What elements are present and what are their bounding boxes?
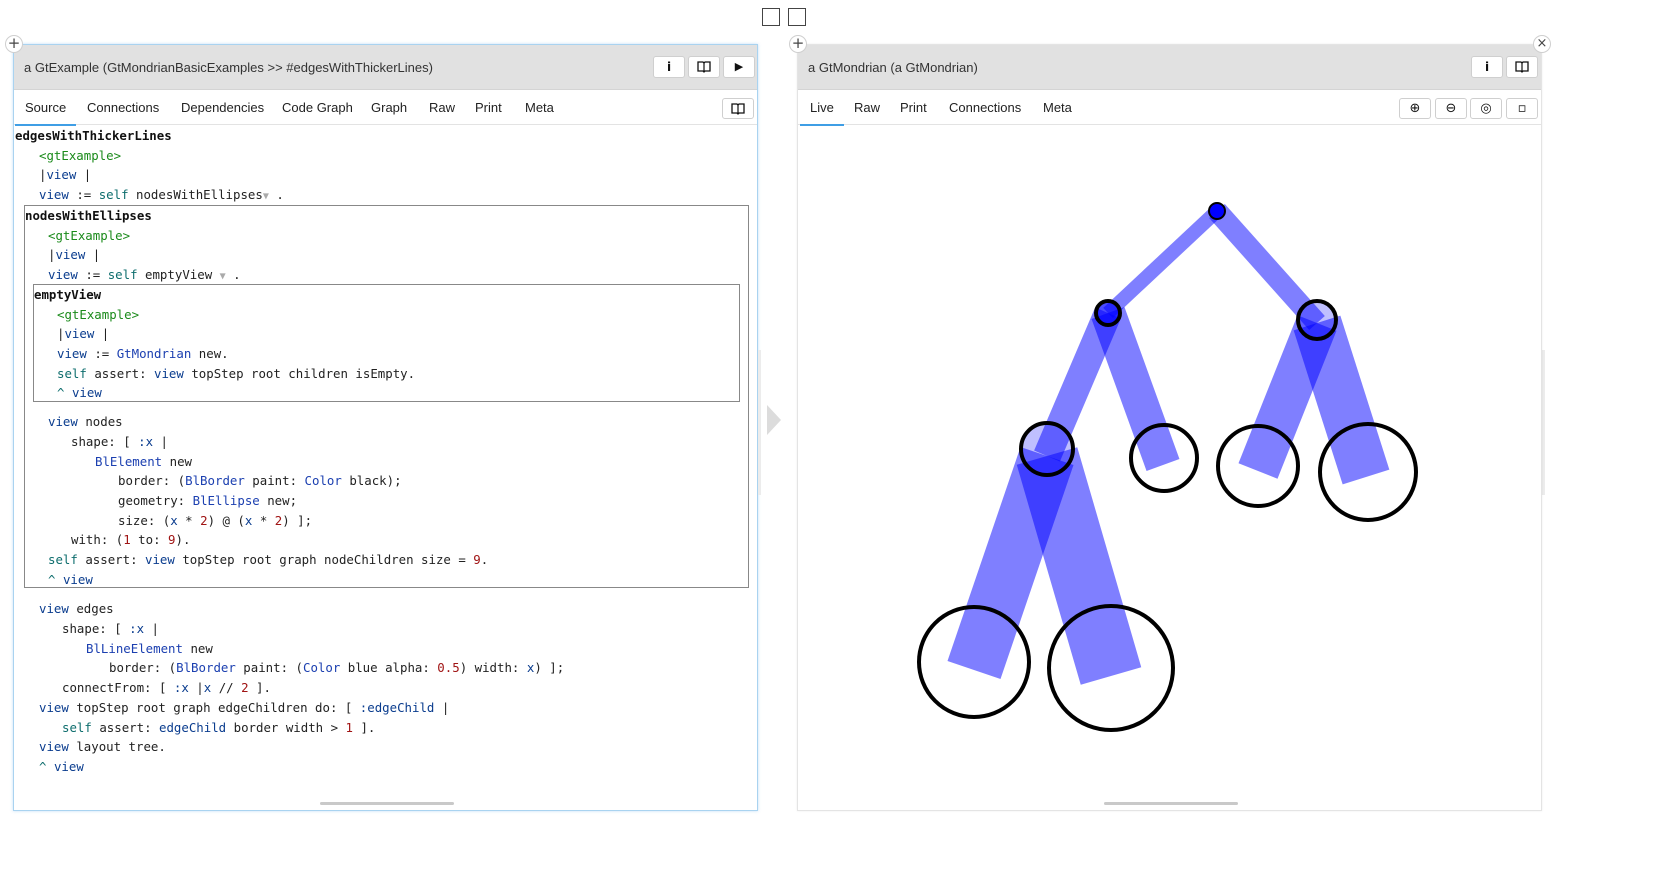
right-pane-title: a GtMondrian (a GtMondrian) — [808, 60, 978, 75]
node-1[interactable] — [1208, 202, 1226, 220]
zoom-fit-icon[interactable]: ◎ — [1470, 98, 1502, 119]
right-pane: a GtMondrian (a GtMondrian) i Live Raw P… — [797, 44, 1542, 811]
tab-meta[interactable]: Meta — [1043, 100, 1072, 115]
tab-raw[interactable]: Raw — [429, 100, 456, 115]
edge-border-line: border: (BlBorder paint: (Color blue alp… — [109, 660, 565, 675]
tree-nodes — [917, 202, 1418, 732]
book-icon[interactable] — [688, 56, 720, 78]
edge-4-9 — [1016, 447, 1142, 685]
inner2-pragma: <gtExample> — [57, 307, 140, 322]
tab-dependencies[interactable]: Dependencies — [181, 100, 265, 115]
tab-print[interactable]: Print — [900, 100, 927, 115]
inner-pragma: <gtExample> — [48, 228, 131, 243]
edges-line: view edges — [39, 601, 114, 616]
mondrian-canvas[interactable] — [798, 126, 1541, 810]
node-7[interactable] — [1318, 422, 1418, 522]
edge-children-line: view topStep root graph edgeChildren do:… — [39, 700, 450, 715]
with-line: with: (1 to: 9). — [71, 532, 191, 547]
inner-assign-line: view := self emptyView ▼ . — [48, 267, 241, 282]
source-editor[interactable]: edgesWithThickerLines <gtExample> |view … — [14, 126, 757, 810]
edge-1-2 — [1103, 205, 1222, 319]
pager-square-1[interactable] — [762, 8, 780, 26]
assert-size-line: self assert: view topStep root graph nod… — [48, 552, 489, 567]
bllineelement-line: BlLineElement new — [86, 641, 213, 656]
left-pane: a GtExample (GtMondrianBasicExamples >> … — [13, 44, 758, 811]
tab-print[interactable]: Print — [475, 100, 502, 115]
node-9[interactable] — [1047, 604, 1175, 732]
inner2-assert-line: self assert: view topStep root children … — [57, 366, 416, 381]
pager-square-2[interactable] — [788, 8, 806, 26]
size-line: size: (x * 2) @ (x * 2) ]; — [118, 513, 313, 528]
temps-line: |view | — [39, 167, 92, 182]
tab-code-graph[interactable]: Code Graph — [282, 100, 353, 115]
zoom-in-icon[interactable]: ⊕ — [1399, 98, 1431, 119]
add-pane-left-icon[interactable]: + — [5, 35, 23, 53]
node-6[interactable] — [1216, 424, 1300, 508]
node-3[interactable] — [1296, 299, 1338, 341]
final-return-line: ^ view — [39, 759, 84, 774]
inner-method-name: nodesWithEllipses — [25, 208, 152, 223]
edge-assert-line: self assert: edgeChild border width > 1 … — [62, 720, 376, 735]
run-example-button[interactable]: ▶ — [723, 56, 755, 78]
browse-book-icon[interactable] — [722, 98, 754, 119]
left-tab-bar: Source Connections Dependencies Code Gra… — [14, 91, 757, 126]
info-button[interactable]: i — [653, 56, 685, 78]
embedded-method-emptyView: emptyView <gtExample> |view | view := Gt… — [33, 284, 740, 402]
expand-arrow-icon[interactable] — [767, 405, 781, 435]
pragma: <gtExample> — [39, 148, 122, 163]
right-pane-header: a GtMondrian (a GtMondrian) i — [798, 45, 1541, 90]
zoom-out-icon[interactable]: ⊖ — [1435, 98, 1467, 119]
pane-splitter-left[interactable] — [758, 350, 761, 495]
connect-from-line: connectFrom: [ :x |x // 2 ]. — [62, 680, 271, 695]
tab-connections[interactable]: Connections — [87, 100, 160, 115]
tab-meta[interactable]: Meta — [525, 100, 554, 115]
expand-triangle-icon[interactable]: ▼ — [262, 191, 269, 202]
close-pane-icon[interactable]: × — [1533, 35, 1551, 53]
right-tab-bar: Live Raw Print Connections Meta ⊕ ⊖ ◎ ▫ — [798, 91, 1541, 126]
inner-return-line: ^ view — [48, 572, 93, 587]
tab-raw[interactable]: Raw — [854, 100, 881, 115]
tab-connections[interactable]: Connections — [949, 100, 1022, 115]
node-2[interactable] — [1094, 299, 1122, 327]
expand-triangle-icon[interactable]: ▼ — [219, 271, 226, 282]
tab-graph[interactable]: Graph — [371, 100, 408, 115]
add-pane-right-icon[interactable]: + — [789, 35, 807, 53]
tree-edges — [947, 204, 1390, 685]
edge-3-7 — [1293, 315, 1390, 485]
inner2-assign-line: view := GtMondrian new. — [57, 346, 229, 361]
edge-2-5 — [1091, 307, 1180, 471]
horizontal-scrollbar[interactable] — [320, 802, 454, 805]
node-5[interactable] — [1129, 423, 1199, 493]
zoom-reset-icon[interactable]: ▫ — [1506, 98, 1538, 119]
pane-splitter-right[interactable] — [1542, 350, 1545, 495]
info-button[interactable]: i — [1471, 56, 1503, 78]
assign-line: view := self nodesWithEllipses▼ . — [39, 187, 284, 202]
blelement-line: BlElement new — [95, 454, 192, 469]
layout-line: view layout tree. — [39, 739, 166, 754]
embedded-method-nodesWithEllipses: nodesWithEllipses <gtExample> |view | vi… — [24, 205, 749, 588]
shape-line: shape: [ :x | — [71, 434, 169, 449]
edge-shape-line: shape: [ :x | — [62, 621, 160, 636]
horizontal-scrollbar[interactable] — [1104, 802, 1238, 805]
tab-source[interactable]: Source — [14, 100, 77, 126]
inner-temps-line: |view | — [48, 247, 101, 262]
inner2-method-name: emptyView — [34, 287, 102, 302]
geometry-line: geometry: BlEllipse new; — [118, 493, 298, 508]
method-name: edgesWithThickerLines — [15, 128, 172, 143]
left-pane-header: a GtExample (GtMondrianBasicExamples >> … — [14, 45, 757, 90]
node-4[interactable] — [1019, 421, 1075, 477]
book-icon[interactable] — [1506, 56, 1538, 78]
node-8[interactable] — [917, 605, 1031, 719]
tab-live[interactable]: Live — [800, 100, 844, 126]
inner2-return-line: ^ view — [57, 385, 102, 400]
border-line: border: (BlBorder paint: Color black); — [118, 473, 402, 488]
left-pane-title: a GtExample (GtMondrianBasicExamples >> … — [24, 60, 433, 75]
edge-2-4 — [1034, 307, 1121, 462]
nodes-line: view nodes — [48, 414, 123, 429]
inner2-temps-line: |view | — [57, 326, 110, 341]
edge-1-3 — [1209, 204, 1325, 330]
